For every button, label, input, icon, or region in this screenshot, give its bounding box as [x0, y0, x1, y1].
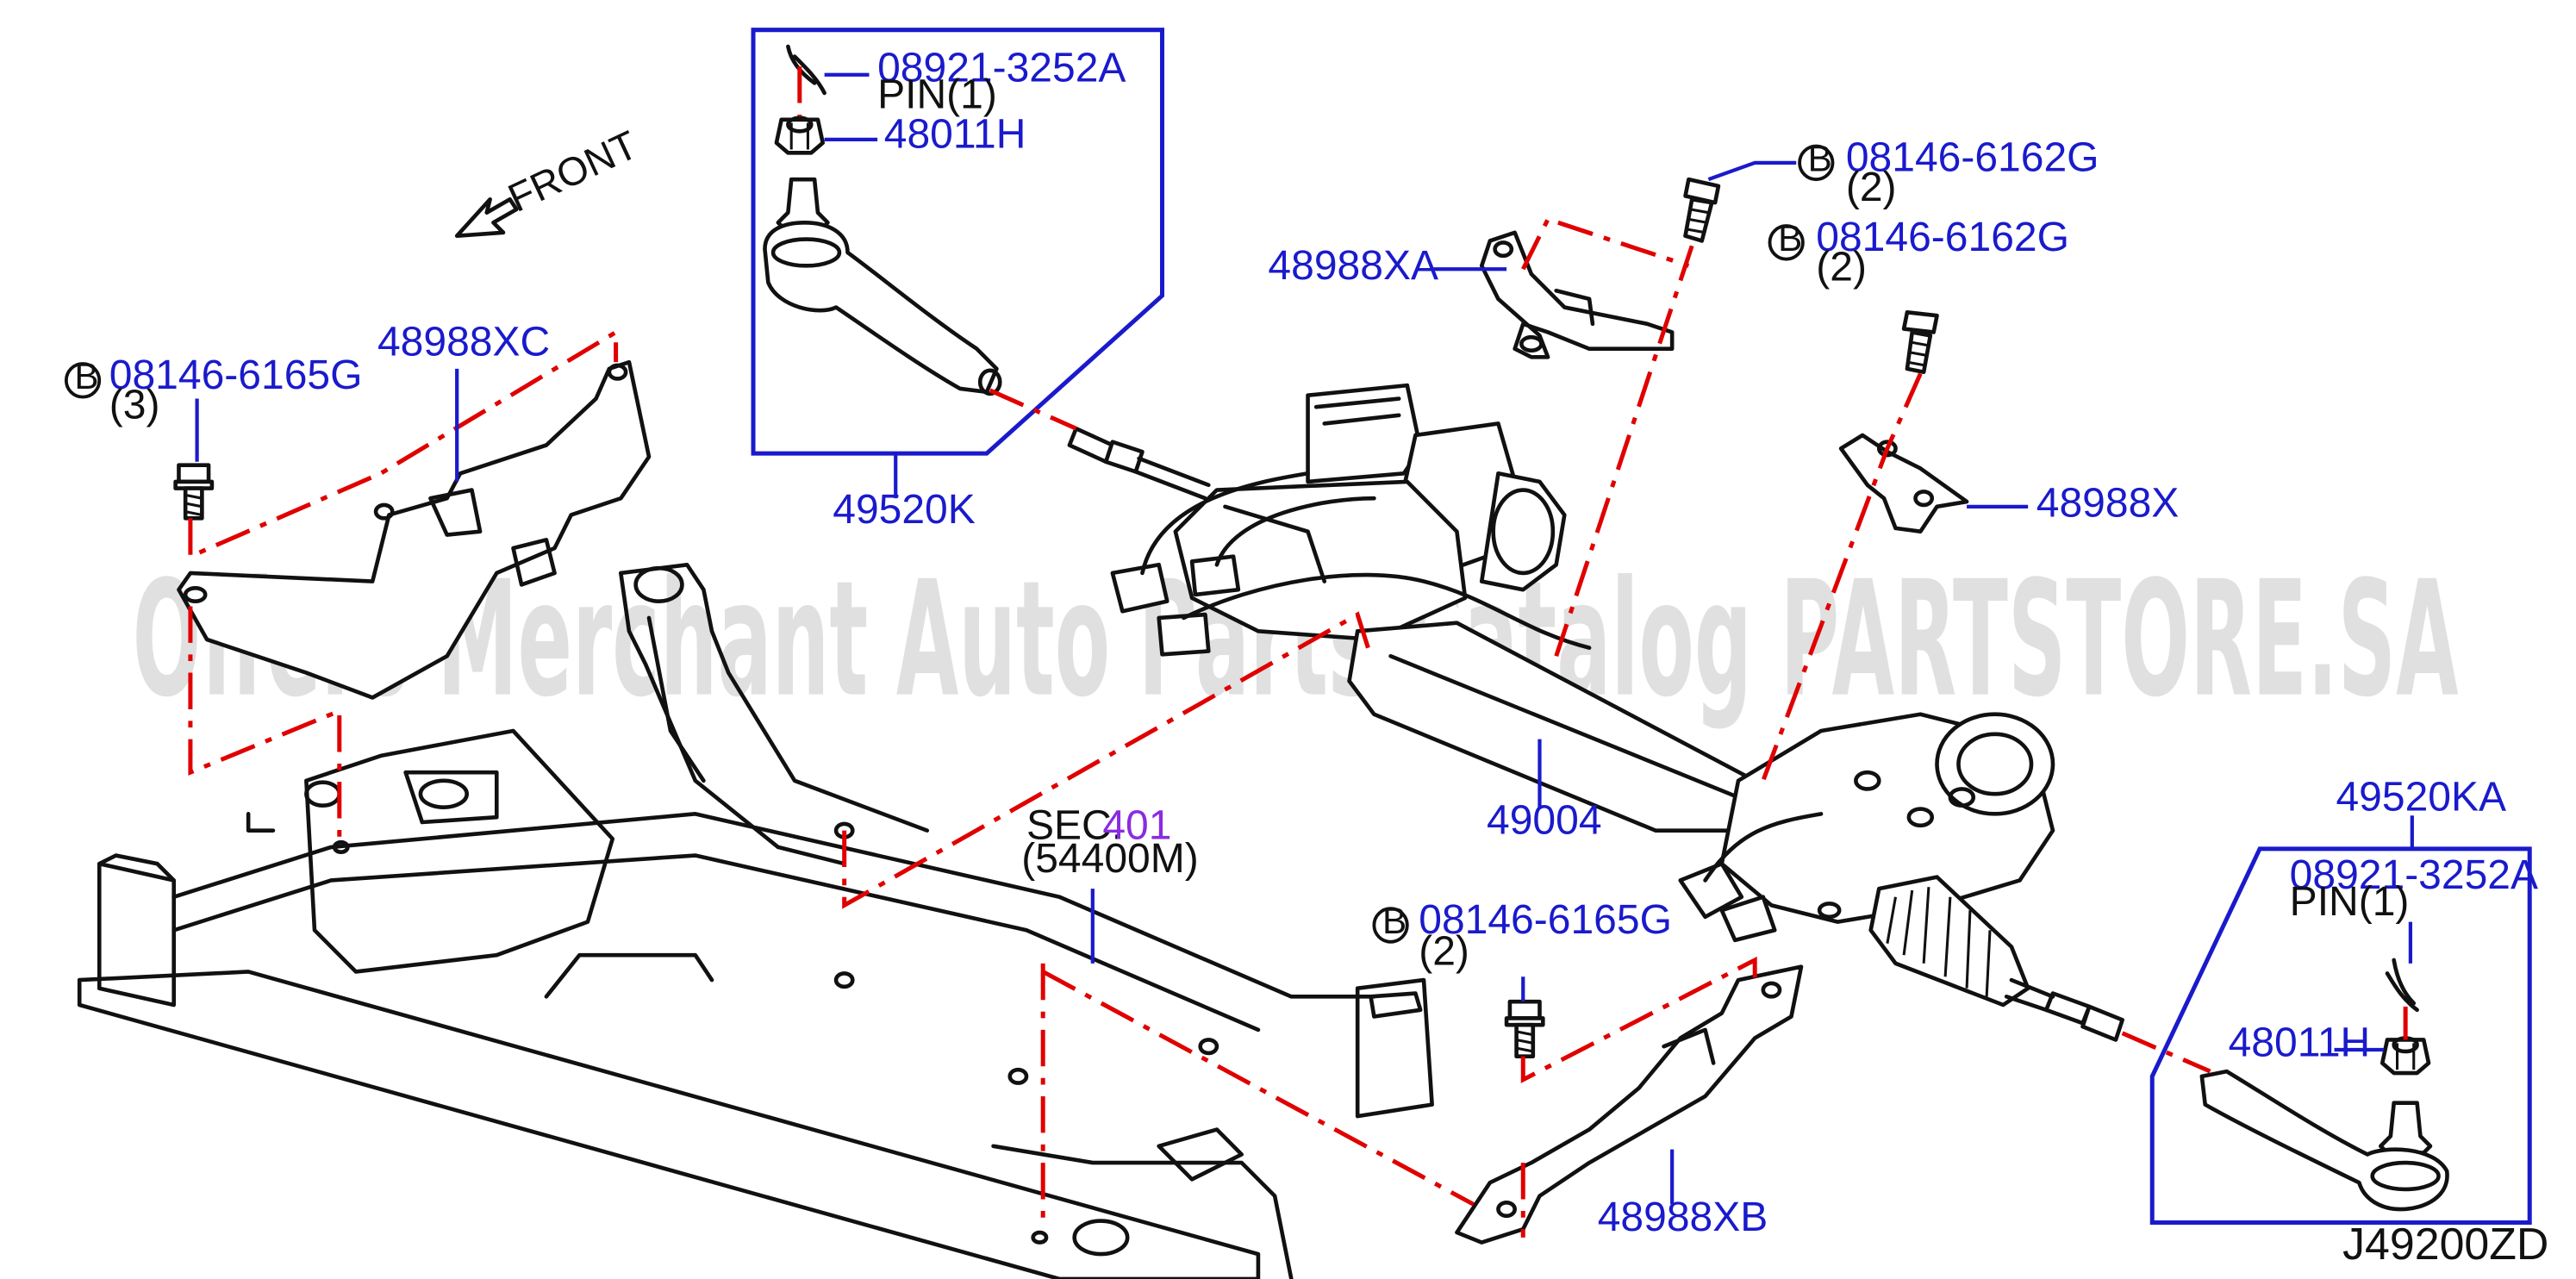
bolt-bottom-callout[interactable]: B 08146-6165G (2): [1372, 896, 1672, 975]
inset-frame-left: [751, 28, 1165, 456]
castle-nut-right-icon: [2380, 1036, 2431, 1076]
b-symbol-letter: B: [1808, 138, 1832, 178]
bracket-48988xa-drawing: [1479, 230, 1675, 359]
bracket-48988xa-part-number[interactable]: 48988XA: [1268, 242, 1438, 289]
bolt-top-callout-1[interactable]: B 08146-6162G (2): [1798, 134, 2099, 210]
b-symbol-letter: B: [1382, 901, 1407, 941]
bracket-48988x-part-number[interactable]: 48988X: [2036, 479, 2180, 526]
bolt-top-2-part-number[interactable]: 08146-6162G: [1816, 214, 2069, 260]
section-prefix: SEC.: [1026, 802, 1123, 848]
bolt-08146-6165g-left-icon: [173, 463, 215, 521]
tie-rod-end-left-inset: [751, 28, 1165, 456]
callout-leader-lines: [195, 72, 2414, 1205]
front-arrow-icon: [454, 197, 519, 238]
bolt-08146-6162g-right-icon: [1901, 310, 1939, 375]
nut-right-part-number[interactable]: 48011H: [2229, 1020, 2371, 1066]
bracket-48988xb-part-number[interactable]: 48988XB: [1598, 1194, 1768, 1240]
pin-left-part-number[interactable]: 08921-3252A: [877, 44, 1126, 90]
bolt-top-callout-2[interactable]: B 08146-6162G (2): [1768, 214, 2069, 290]
bolt-top-1-quantity: (2): [1846, 164, 1897, 210]
sub-frame-section-reference: SEC. 401 (54400M): [1021, 802, 1199, 882]
front-direction-indicator: FRONT: [454, 122, 645, 238]
cotter-pin-left-icon: [786, 44, 826, 96]
bolt-top-2-quantity: (2): [1816, 244, 1867, 290]
b-symbol-circle: [64, 362, 102, 399]
tie-rod-end-right-icon: [2199, 1069, 2449, 1212]
bracket-48988xc-drawing: [177, 359, 652, 700]
tie-rod-end-right-part-number[interactable]: 49520KA: [2336, 773, 2506, 820]
steering-gear-part-number[interactable]: 49004: [1487, 796, 1602, 843]
bolt-left-quantity: (3): [109, 382, 160, 428]
castle-nut-left-icon: [774, 115, 826, 155]
steering-gear-assembly-drawing: [1067, 383, 2124, 1042]
bracket-48988x-drawing: [1838, 433, 1969, 534]
bolt-top-1-part-number[interactable]: 08146-6162G: [1846, 134, 2099, 180]
b-symbol-circle: [1798, 144, 1835, 182]
tie-rod-end-right-inset: [2149, 846, 2532, 1225]
diagram-code: J49200ZD: [2342, 1220, 2548, 1270]
cotter-pin-right-icon: [2385, 958, 2419, 1013]
pin-left-description: PIN(1): [877, 71, 997, 117]
pin-right-description: PIN(1): [2290, 878, 2410, 925]
b-symbol-circle: [1372, 907, 1409, 944]
pin-right-part-number[interactable]: 08921-3252A: [2290, 852, 2538, 898]
b-symbol-circle: [1768, 224, 1805, 261]
nut-left-part-number[interactable]: 48011H: [884, 110, 1026, 157]
tie-rod-end-left-icon: [763, 177, 1002, 396]
front-suspension-member-drawing: [77, 562, 1434, 1279]
bolt-bottom-part-number[interactable]: 08146-6165G: [1419, 896, 1672, 943]
bolt-left-part-number[interactable]: 08146-6165G: [109, 352, 363, 398]
b-symbol-letter: B: [1778, 218, 1802, 259]
inset-frame-right: [2149, 846, 2532, 1225]
bolt-08146-6165g-bottom-icon: [1504, 999, 1545, 1059]
front-label: FRONT: [502, 122, 645, 220]
b-symbol-letter: B: [74, 356, 98, 396]
bracket-48988xc-part-number[interactable]: 48988XC: [377, 318, 550, 365]
bolt-08146-6162g-top-icon: [1683, 177, 1721, 243]
bolt-bottom-quantity: (2): [1419, 928, 1469, 975]
bracket-48988xb-drawing: [1455, 964, 1804, 1245]
section-number-link[interactable]: 401: [1102, 802, 1171, 848]
bolt-left-callout[interactable]: B 08146-6165G (3): [64, 352, 363, 428]
section-part-reference: (54400M): [1021, 835, 1199, 882]
assembly-reference-lines: [188, 66, 2408, 1238]
tie-rod-end-left-part-number[interactable]: 49520K: [833, 486, 976, 533]
